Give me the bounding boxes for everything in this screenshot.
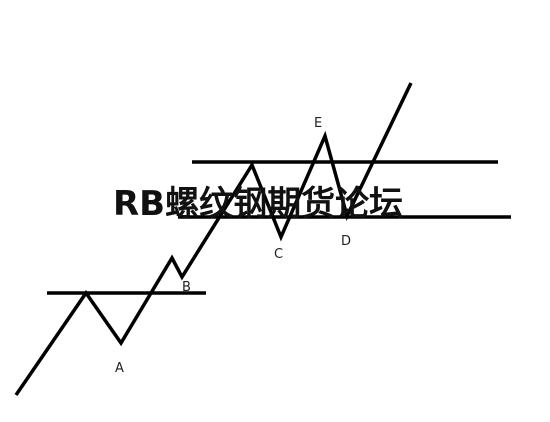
point-label-c: C <box>274 247 283 262</box>
price-path <box>14 82 413 396</box>
point-label-a: A <box>115 361 124 376</box>
point-label-b: B <box>182 280 191 295</box>
point-label-d: D <box>341 234 351 249</box>
point-label-e: E <box>314 116 322 131</box>
watermark: RB螺纹钢期货论坛 <box>113 184 403 224</box>
